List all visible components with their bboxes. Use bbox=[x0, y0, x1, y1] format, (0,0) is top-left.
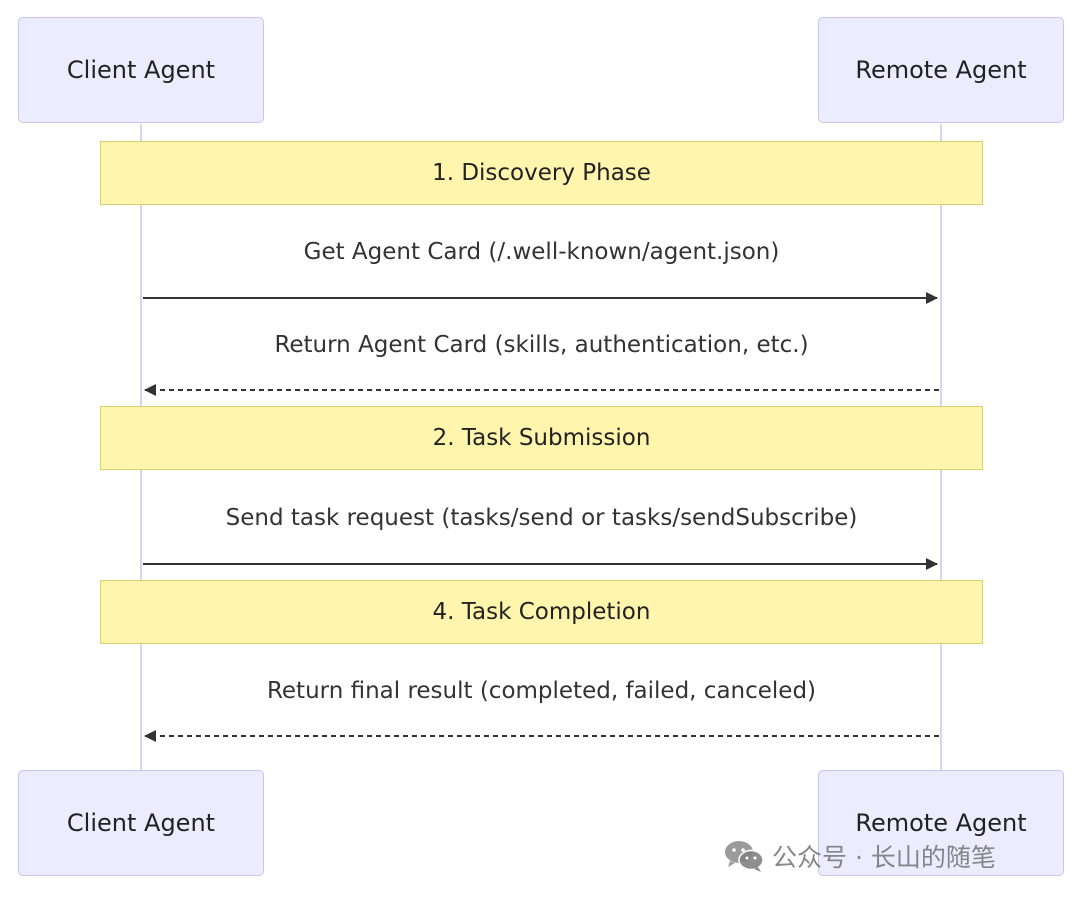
remote-agent-top: Remote Agent bbox=[818, 17, 1064, 123]
remote-agent-bottom-label: Remote Agent bbox=[855, 809, 1027, 837]
note-task-submission-label: 2. Task Submission bbox=[432, 425, 651, 451]
message-return-agent-card-label: Return Agent Card (skills, authenticatio… bbox=[274, 332, 809, 358]
watermark-text: 公众号 · 长山的随笔 bbox=[772, 843, 996, 872]
note-task-completion: 4. Task Completion bbox=[100, 580, 983, 644]
client-agent-bottom: Client Agent bbox=[18, 770, 264, 876]
watermark: 公众号 · 长山的随笔 bbox=[724, 836, 996, 876]
message-get-agent-card-label: Get Agent Card (/.well-known/agent.json) bbox=[303, 239, 780, 265]
note-discovery-phase-label: 1. Discovery Phase bbox=[432, 160, 651, 186]
message-return-result-label: Return final result (completed, failed, … bbox=[266, 678, 817, 704]
message-send-task-label: Send task request (tasks/send or tasks/s… bbox=[225, 505, 858, 531]
note-task-completion-label: 4. Task Completion bbox=[432, 599, 651, 625]
client-agent-bottom-label: Client Agent bbox=[66, 809, 216, 837]
client-agent-top-label: Client Agent bbox=[66, 56, 216, 84]
remote-agent-bottom: Remote Agent bbox=[818, 770, 1064, 876]
note-discovery-phase: 1. Discovery Phase bbox=[100, 141, 983, 205]
client-agent-top: Client Agent bbox=[18, 17, 264, 123]
note-task-submission: 2. Task Submission bbox=[100, 406, 983, 470]
wechat-icon bbox=[724, 839, 764, 873]
remote-agent-top-label: Remote Agent bbox=[855, 56, 1027, 84]
